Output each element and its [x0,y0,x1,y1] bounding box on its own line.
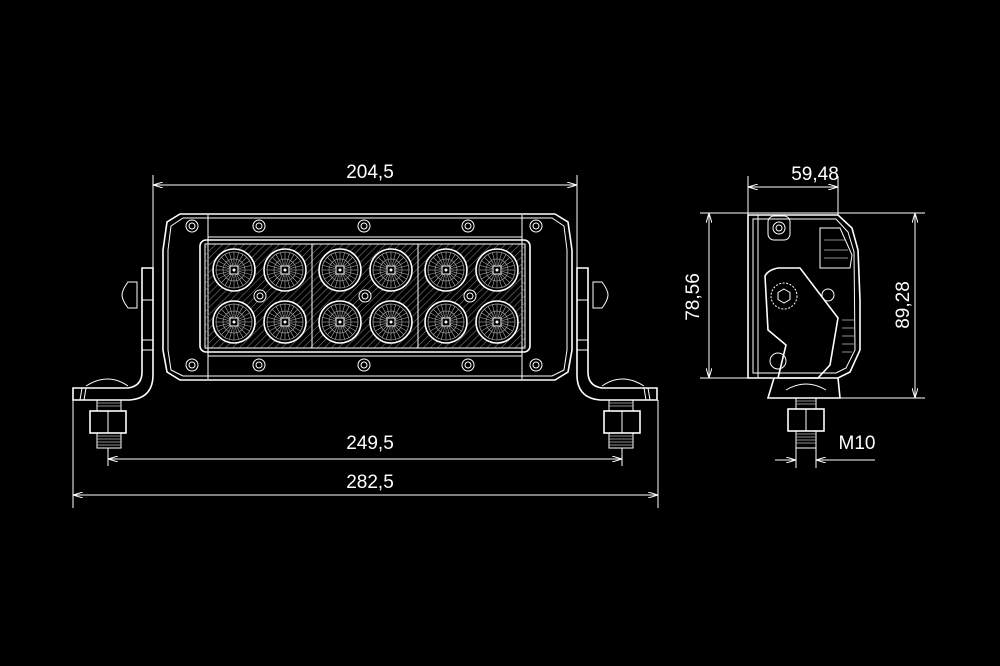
led-reflector [212,300,256,344]
screw-icon [253,289,267,303]
screw-icon [461,358,475,372]
dim-bolt-spacing: 249,5 [346,433,394,454]
led-reflector [369,300,413,344]
screw-icon [185,219,199,233]
screw-icon [463,289,477,303]
dim-thread: M10 [839,433,876,454]
led-reflector [318,300,362,344]
mounting-bracket-right [576,267,658,449]
led-array [212,248,519,344]
mounting-bracket-left [72,267,154,449]
screw-icon [529,219,543,233]
dim-overall-width: 282,5 [346,472,394,493]
screw-icon [357,358,371,372]
screw-icon [461,219,475,233]
led-reflector [475,248,519,292]
screw-icon [358,289,372,303]
housing [162,213,573,381]
dim-depth: 59,48 [791,164,839,185]
led-reflector [318,248,362,292]
screws [185,219,543,372]
screw-icon [185,358,199,372]
screw-icon [252,219,266,233]
led-reflector [263,248,307,292]
led-reflector [369,248,413,292]
led-reflector [424,248,468,292]
led-reflector [475,300,519,344]
dim-housing-width: 204,5 [346,162,394,183]
led-reflector [424,300,468,344]
screw-icon [252,358,266,372]
side-view [747,214,861,449]
front-view [72,213,658,449]
led-reflector [212,248,256,292]
dim-housing-height: 78,56 [683,273,704,321]
dim-overall-height: 89,28 [893,281,914,329]
side-dimensions: 59,48 78,56 89,28 M10 [683,164,925,468]
screw-icon [529,358,543,372]
led-reflector [263,300,307,344]
front-dimensions: 204,5 249,5 282,5 [72,162,659,508]
screw-icon [357,219,371,233]
